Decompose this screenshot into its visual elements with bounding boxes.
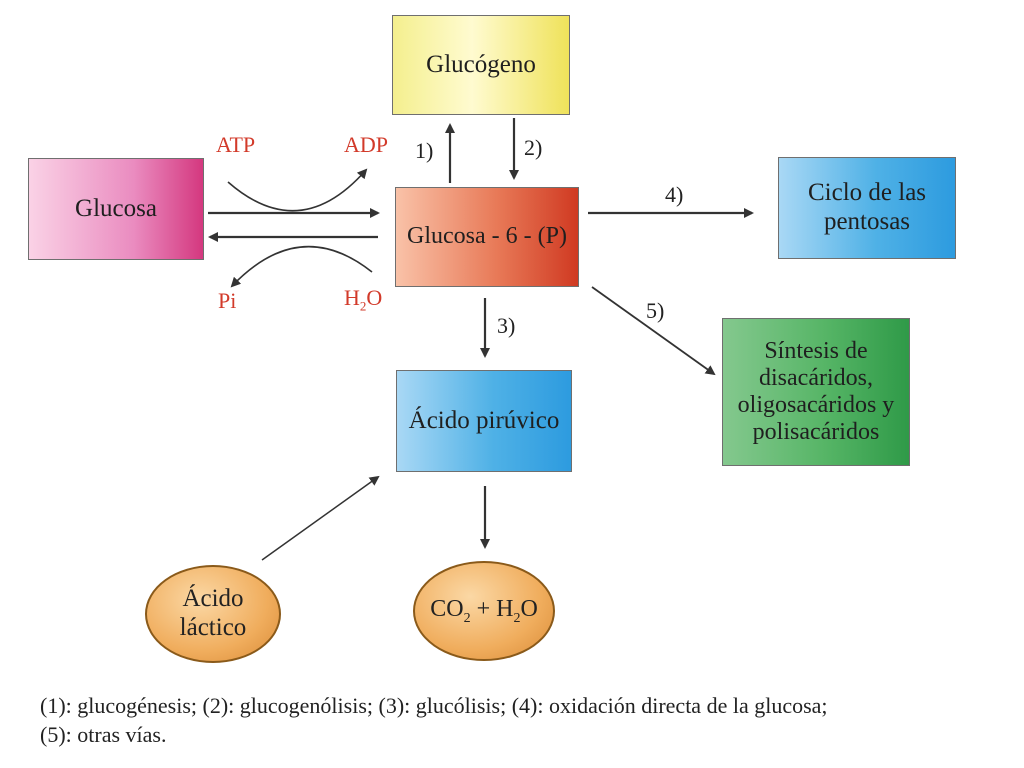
legend-line-2: (5): otras vías. (40, 721, 167, 747)
glucogeno-label: Glucógeno (426, 50, 536, 78)
h2o-label: H2O (344, 285, 383, 314)
pi-label: Pi (218, 288, 237, 313)
acido-lactico-label: Ácido láctico (179, 585, 247, 641)
acido-piruvico-box: Ácido pirúvico (396, 370, 572, 472)
legend: (1): glucogénesis; (2): glucogenólisis; … (40, 692, 1015, 749)
sintesis-box: Síntesis de disacáridos, oligosacáridos … (722, 318, 910, 466)
step-5-label: 5) (646, 298, 665, 323)
glucosa-6-fosfato-label: Glucosa - 6 - (P) (407, 223, 567, 250)
sintesis-label: Síntesis de disacáridos, oligosacáridos … (737, 338, 895, 445)
adp-label: ADP (344, 132, 389, 157)
glucosa-6-fosfato-box: Glucosa - 6 - (P) (395, 187, 579, 287)
step-2-label: 2) (524, 135, 543, 160)
atp-label: ATP (216, 132, 256, 157)
arrow-lactico-to-piruvico (261, 475, 380, 561)
acido-piruvico-label: Ácido pirúvico (408, 406, 560, 434)
arrow-atp-to-adp (227, 168, 368, 212)
arrow-5-otras-vias (591, 286, 716, 376)
step-1-label: 1) (415, 138, 434, 163)
glucosa-label: Glucosa (75, 194, 157, 222)
step-4-label: 4) (665, 182, 684, 207)
co2-h2o-label: CO2 + H2O (430, 595, 538, 626)
legend-line-1: (1): glucogénesis; (2): glucogenólisis; … (40, 693, 828, 718)
arrow-h2o-to-pi (230, 245, 373, 288)
step-3-label: 3) (497, 313, 516, 338)
co2-h2o-ellipse: CO2 + H2O (413, 561, 555, 661)
glucogeno-box: Glucógeno (392, 15, 570, 115)
glucosa-box: Glucosa (28, 158, 204, 260)
ciclo-pentosas-box: Ciclo de las pentosas (778, 157, 956, 259)
acido-lactico-ellipse: Ácido láctico (145, 565, 281, 663)
ciclo-pentosas-label: Ciclo de las pentosas (807, 179, 927, 235)
